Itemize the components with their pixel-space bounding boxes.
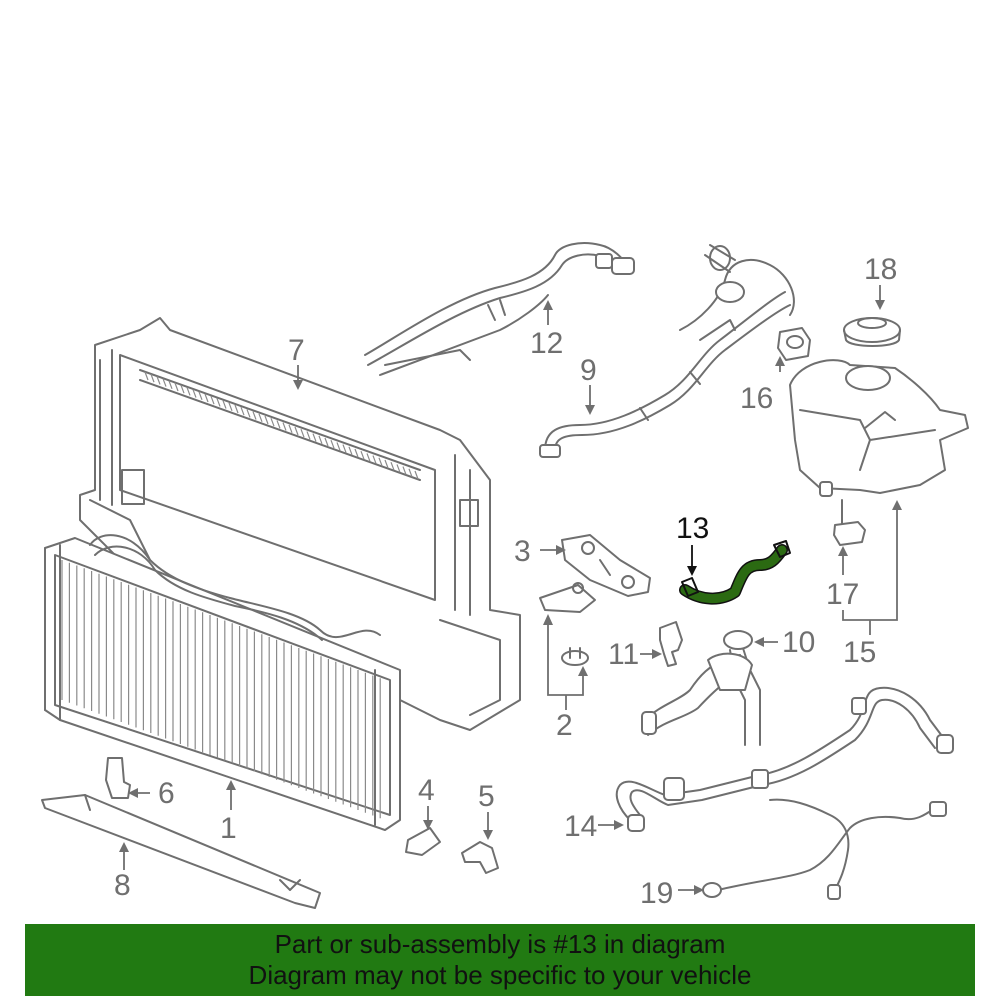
part-2-mount — [539, 582, 596, 666]
callout-17: 17 — [826, 578, 859, 611]
callout-numbers: 1 2 3 4 5 6 7 8 9 10 11 12 13 14 15 16 1… — [114, 253, 897, 910]
part-1-radiator — [44, 534, 401, 831]
banner-line-part: Part or sub-assembly is #13 in diagram — [274, 929, 726, 959]
callout-13: 13 — [676, 512, 709, 545]
part-7-radiator-support — [79, 317, 521, 731]
callout-8: 8 — [114, 869, 131, 902]
part-17-level-sensor — [833, 499, 866, 546]
callout-15: 15 — [843, 636, 876, 669]
part-18-reservoir-cap — [843, 317, 901, 347]
info-banner: Part or sub-assembly is #13 in diagram D… — [25, 924, 975, 996]
callout-16: 16 — [740, 382, 773, 415]
part-5-clip — [461, 841, 499, 874]
part-11-temp-sensor — [659, 621, 683, 667]
callout-9: 9 — [580, 354, 597, 387]
part-10-lower-hose — [641, 630, 761, 746]
callout-19: 19 — [640, 877, 673, 910]
banner-line-disclaimer: Diagram may not be specific to your vehi… — [248, 960, 752, 990]
part-4-clip — [405, 827, 441, 856]
part-3-mount-bracket — [561, 534, 651, 597]
callout-14: 14 — [564, 810, 597, 843]
part-6-bracket — [105, 757, 131, 799]
part-13-hose-highlighted — [679, 540, 791, 605]
callout-12: 12 — [530, 327, 563, 360]
callout-5: 5 — [478, 780, 495, 813]
callout-4: 4 — [418, 774, 435, 807]
callout-1: 1 — [220, 812, 237, 845]
callout-18: 18 — [864, 253, 897, 286]
callout-11: 11 — [608, 638, 639, 671]
callout-7: 7 — [288, 334, 305, 367]
callout-10: 10 — [782, 626, 815, 659]
part-16-cap — [777, 327, 811, 361]
part-15-coolant-reservoir — [789, 359, 969, 497]
part-19-harness — [702, 798, 947, 900]
leader-lines — [119, 285, 902, 895]
callout-3: 3 — [514, 535, 531, 568]
callout-6: 6 — [158, 777, 175, 810]
part-12-hose-assembly — [364, 242, 635, 376]
callout-2: 2 — [556, 709, 573, 742]
part-8-air-deflector — [41, 794, 321, 909]
part-9-upper-hose — [539, 244, 795, 458]
part-14-heater-hose — [615, 686, 954, 832]
